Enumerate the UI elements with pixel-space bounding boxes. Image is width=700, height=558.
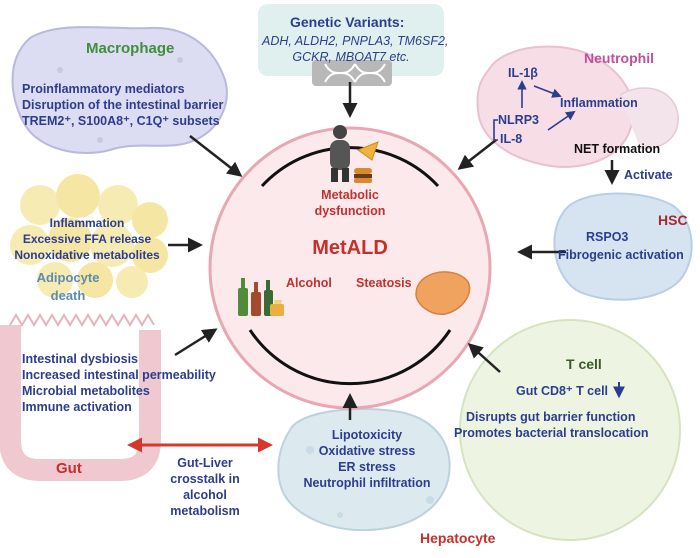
tcell-line1: Disrupts gut barrier function (466, 410, 636, 424)
adipocyte-title1: Adipocyte (36, 270, 100, 285)
genetic-title: Genetic Variants: (290, 14, 404, 31)
inflammation-label: Inflammation (560, 96, 638, 110)
net-formation-label: NET formation (574, 142, 661, 156)
nlrp3-bracket (493, 119, 498, 141)
metabolic-label-2: dysfunction (314, 204, 386, 218)
neutrophil-cell-icon (476, 45, 679, 168)
hepatocyte-line1: Lipotoxicity (331, 428, 403, 442)
gut-line3: Microbial metabolites (22, 384, 150, 398)
adipocyte-cluster-icon (10, 174, 168, 298)
hepatocyte-title: Hepatocyte (420, 530, 496, 546)
macrophage-line2: Disruption of the intestinal barrier (22, 98, 224, 112)
crosstalk-line2: crosstalk in (170, 472, 240, 486)
genetic-title-text: Genetic Variants (290, 14, 400, 30)
hepatocyte-line2: Oxidative stress (318, 444, 416, 458)
il1b-label: IL-1β (508, 66, 538, 80)
hsc-cell-icon (553, 192, 693, 301)
gut-arrow (174, 328, 218, 357)
tcell-title: T cell (566, 356, 602, 372)
steatosis-label: Steatosis (356, 276, 412, 290)
alcohol-bottles-icon (238, 278, 284, 316)
tcell-line2: Promotes bacterial translocation (454, 426, 649, 440)
adipocyte-line1: Inflammation (49, 216, 125, 230)
crosstalk-line3: alcohol (183, 488, 227, 502)
alcohol-label: Alcohol (286, 276, 332, 290)
hsc-line1: RSPO3 (586, 230, 629, 244)
nlrp3-label: NLRP3 (498, 113, 539, 127)
il8-label: IL-8 (500, 132, 523, 146)
adipocyte-line3: Nonoxidative metabolites (14, 248, 160, 262)
hepatocyte-cell-icon (277, 408, 451, 532)
food-icon (354, 141, 379, 183)
crosstalk-line1: Gut-Liver (177, 456, 233, 470)
tcell-gut-cd8: Gut CD8⁺ T cell (516, 384, 609, 398)
macrophage-arrow (189, 135, 243, 177)
adipocyte-line2: Excessive FFA release (22, 232, 152, 246)
t-cell-icon (459, 319, 681, 541)
activate-label: Activate (624, 168, 673, 182)
gut-title: Gut (56, 460, 82, 477)
dna-icon (258, 4, 444, 86)
gut-line4: Immune activation (22, 400, 132, 414)
neutrophil-title: Neutrophil (584, 50, 654, 66)
macrophage-line1: Proinflammatory mediators (22, 82, 185, 96)
metabolic-label-1: Metabolic (321, 188, 379, 202)
genetic-colon: : (399, 14, 405, 30)
liver-icon (415, 271, 471, 315)
metald-center-circle (208, 126, 492, 410)
hsc-title: HSC (658, 212, 688, 228)
hepatocyte-line3: ER stress (338, 460, 396, 474)
il1b-inflammation-arrow (533, 85, 562, 98)
hepatocyte-line4: Neutrophil infiltration (303, 476, 431, 490)
gut-line1: Intestinal dysbiosis (22, 352, 139, 366)
il8-inflammation-arrow (547, 110, 576, 131)
hsc-line2: Fibrogenic activation (558, 248, 684, 262)
genetic-line1: ADH, ALDH2, PNPLA3, TM6SF2, (262, 34, 449, 48)
crosstalk-line4: metabolism (170, 504, 240, 518)
tcell-arrow (467, 342, 501, 373)
adipocyte-title2: death (50, 288, 86, 303)
metald-title: MetALD (312, 237, 388, 259)
gut-line2: Increased intestinal permeability (22, 368, 216, 382)
macrophage-line3: TREM2⁺, S100A8⁺, C1Q⁺ subsets (22, 114, 220, 128)
genetic-line2: GCKR, MBOAT7 etc. (292, 50, 410, 64)
person-icon (330, 125, 350, 182)
macrophage-title: Macrophage (86, 40, 175, 57)
neutrophil-arrow (457, 139, 497, 170)
